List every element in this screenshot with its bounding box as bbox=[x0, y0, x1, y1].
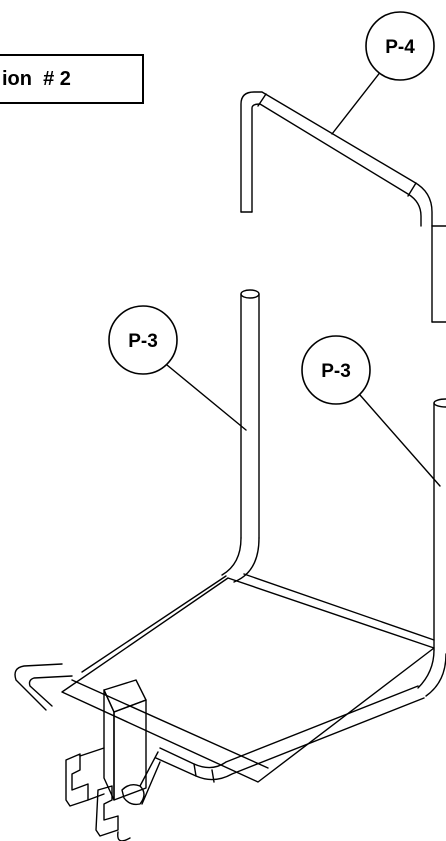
callout-label: P-4 bbox=[385, 37, 415, 58]
mounting-bracket bbox=[65, 679, 161, 837]
callout-p3-right: P-3 bbox=[301, 335, 371, 405]
section-label-box: ion # 2 bbox=[0, 54, 144, 104]
front-frame-tube bbox=[14, 663, 425, 841]
callout-circle bbox=[108, 305, 178, 375]
section-label-text: ion # 2 bbox=[2, 67, 71, 90]
callout-p4: P-4 bbox=[365, 11, 435, 81]
upper-frame-tube-p4 bbox=[240, 91, 446, 323]
callout-label: P-3 bbox=[321, 361, 351, 382]
leader-line-p4 bbox=[331, 65, 386, 135]
callout-circle bbox=[301, 335, 371, 405]
left-side-tube-p3 bbox=[221, 289, 260, 583]
seat-panel bbox=[61, 573, 435, 783]
callout-p3-left: P-3 bbox=[108, 305, 178, 375]
callout-circle bbox=[365, 11, 435, 81]
leader-line-p3-right bbox=[359, 394, 441, 487]
right-side-tube-p3 bbox=[417, 398, 446, 697]
leader-line-p3-left bbox=[166, 364, 247, 431]
callout-label: P-3 bbox=[128, 331, 158, 352]
